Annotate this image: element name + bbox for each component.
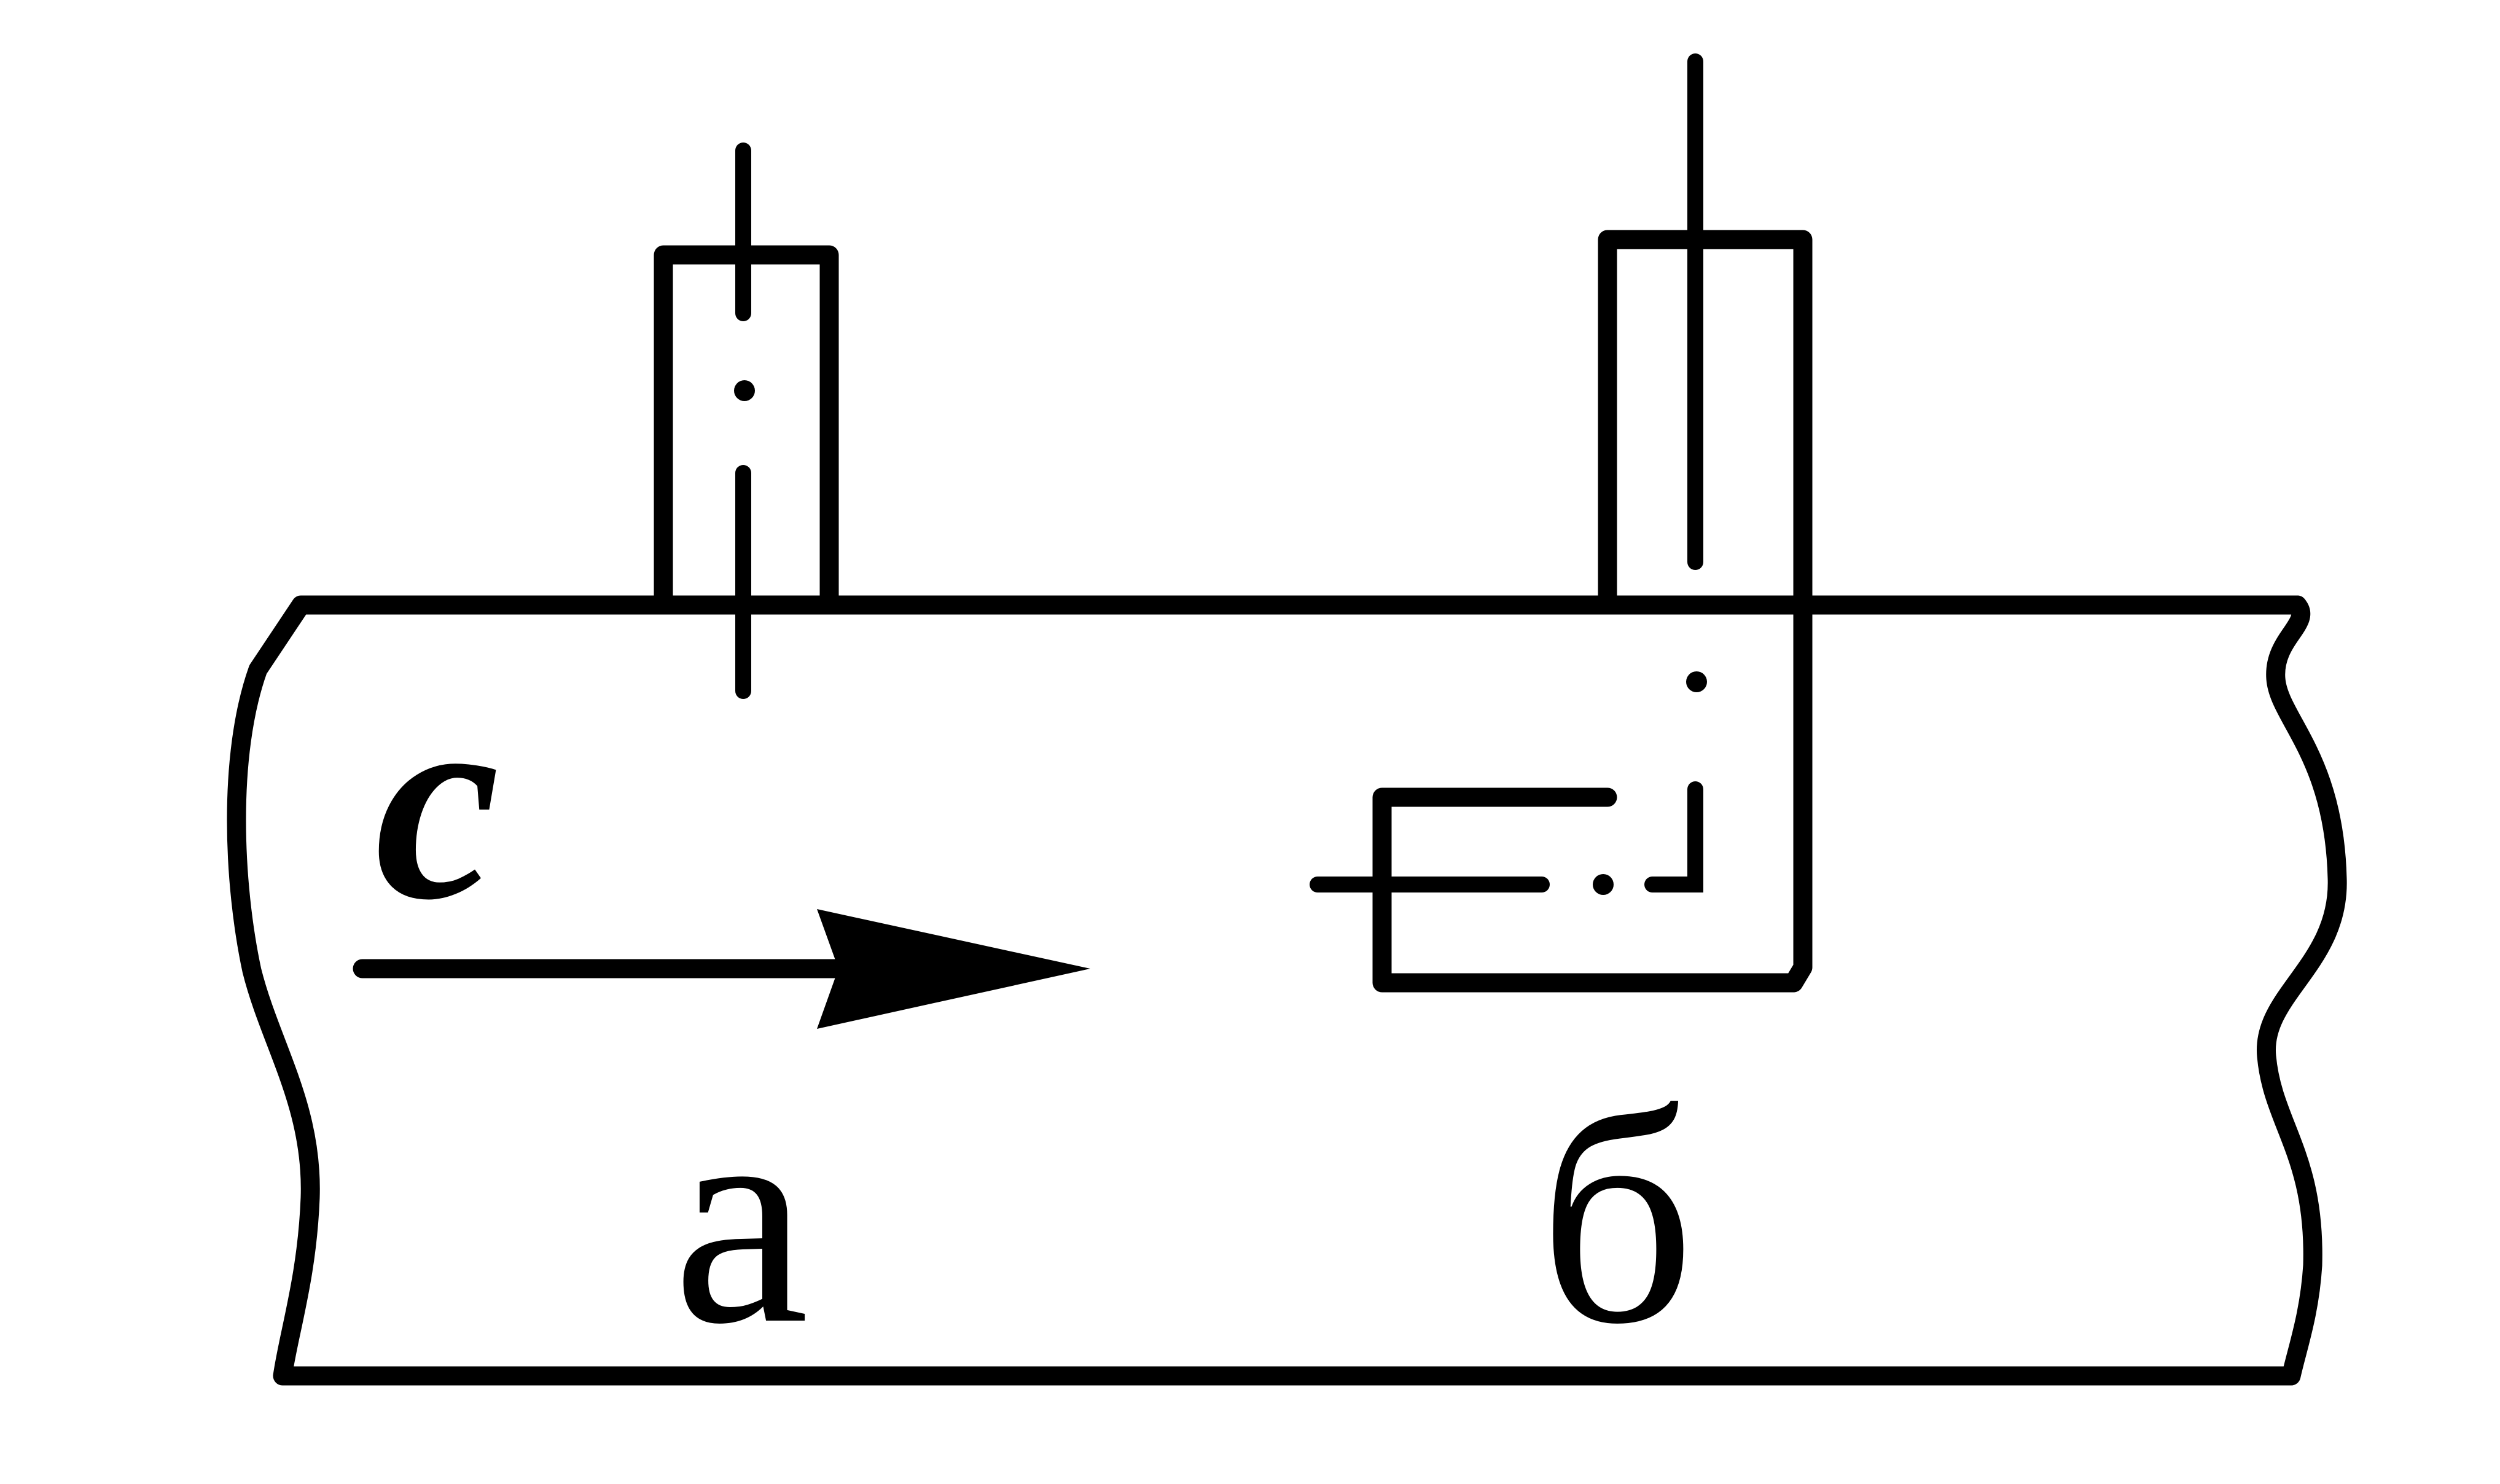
flow-label: c bbox=[375, 645, 500, 958]
probe-a-static-tube bbox=[654, 143, 839, 699]
probe-b-vertical-axis-dot bbox=[1686, 671, 1707, 692]
probe-b-horizontal-axis-dot bbox=[1593, 874, 1614, 895]
probe-b-label: б bbox=[1539, 1047, 1695, 1388]
probe-b-body bbox=[1372, 230, 1813, 993]
probe-a-label: a bbox=[673, 1047, 809, 1388]
flow-arrowhead bbox=[817, 909, 1090, 1029]
probe-b-axis-corner bbox=[1644, 781, 1703, 892]
probe-a-axis-dot bbox=[734, 380, 755, 401]
flow-arrow bbox=[353, 909, 1090, 1029]
probe-b-pitot-tube bbox=[1310, 53, 2307, 993]
pipe-section bbox=[227, 595, 2347, 1386]
